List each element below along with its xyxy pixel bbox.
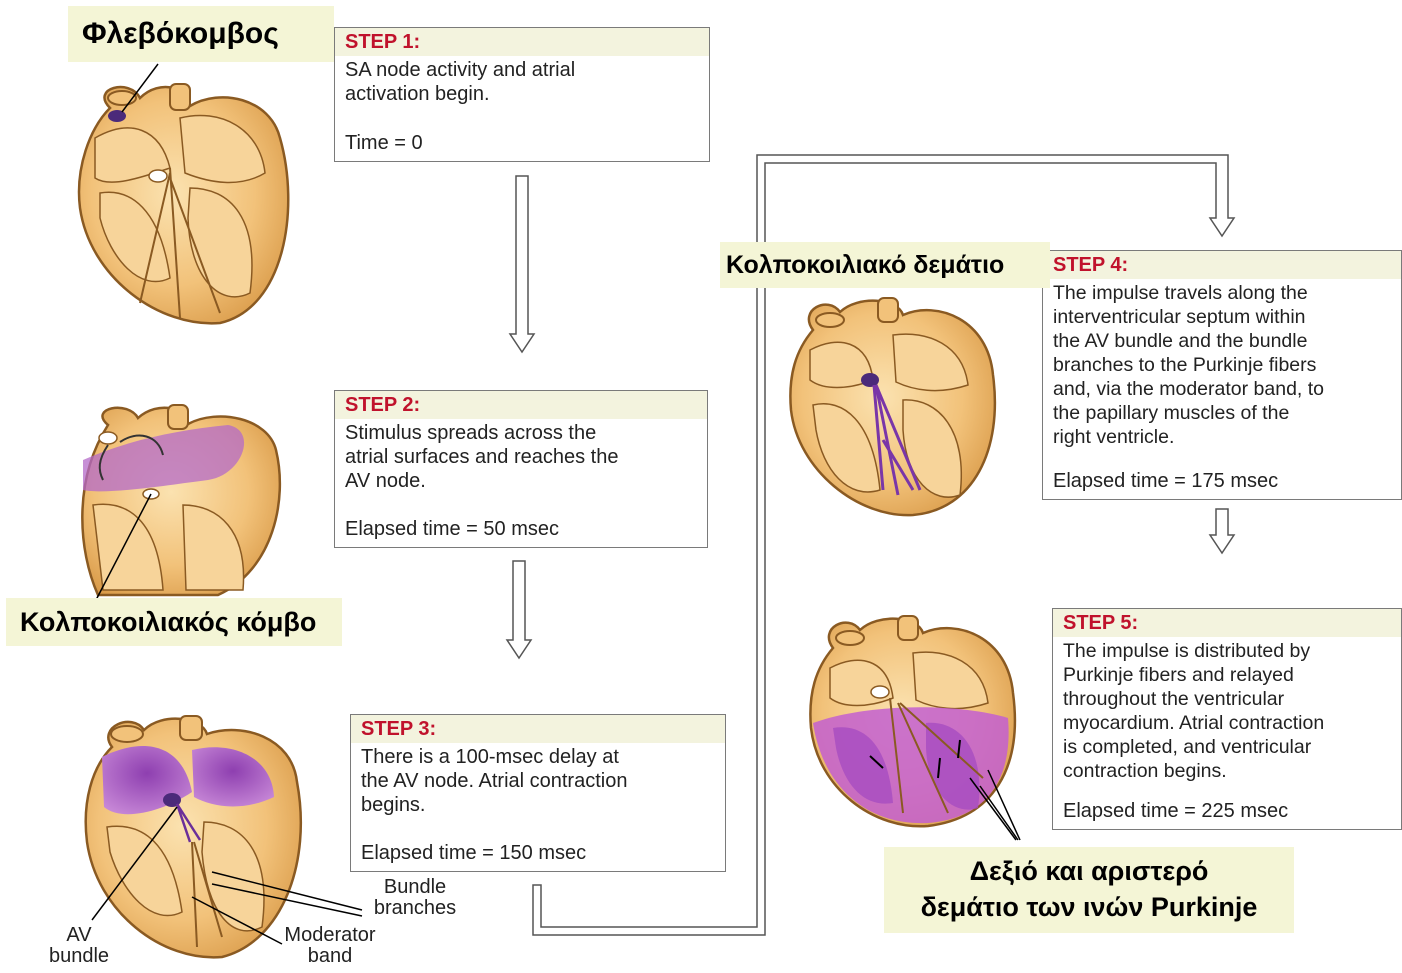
step-2-line: AV node.	[345, 469, 697, 493]
step-5-line: The impulse is distributed by	[1063, 639, 1391, 663]
step-2-title: STEP 2:	[335, 391, 707, 419]
step-4-line: and, via the moderator band, to	[1053, 377, 1391, 401]
step-4-time: Elapsed time = 175 msec	[1043, 470, 1288, 493]
step-2-text: Stimulus spreads across the atrial surfa…	[335, 419, 707, 493]
step-4-line: right ventricle.	[1053, 425, 1391, 449]
label-sa-node: Φλεβόκομβος	[68, 6, 334, 62]
step-1-line: SA node activity and atrial	[345, 58, 699, 82]
step-4-line: the papillary muscles of the	[1053, 401, 1391, 425]
step-4-box: STEP 4: The impulse travels along the in…	[1042, 250, 1402, 500]
label-purkinje-line2: δεμάτιο των ινών Purkinje	[884, 889, 1294, 925]
step-1-time: Time = 0	[335, 132, 433, 155]
step-3-text: There is a 100-msec delay at the AV node…	[351, 743, 725, 817]
step-3-box: STEP 3: There is a 100-msec delay at the…	[350, 714, 726, 872]
step-3-line: There is a 100-msec delay at	[361, 745, 715, 769]
step-2-line: Stimulus spreads across the	[345, 421, 697, 445]
arrow-step1-step2	[510, 176, 534, 352]
label-av-bundle-line: bundle	[34, 946, 124, 967]
step-3-time: Elapsed time = 150 msec	[351, 842, 596, 865]
label-av-bundle: Κολποκοιλιακό δεμάτιο	[720, 242, 1050, 288]
step-5-line: myocardium. Atrial contraction	[1063, 711, 1391, 735]
heart-step4	[790, 298, 995, 515]
arrow-step2-step3	[507, 561, 531, 658]
step-1-text: SA node activity and atrial activation b…	[335, 56, 709, 106]
step-3-title: STEP 3:	[351, 715, 725, 743]
label-bundle-branches-line: Bundle	[360, 877, 470, 898]
step-4-line: branches to the Purkinje fibers	[1053, 353, 1391, 377]
label-moderator-band-line: band	[268, 946, 392, 967]
label-av-node: Κολποκοιλιακός κόμβο	[6, 598, 342, 646]
heart-step2	[82, 405, 280, 600]
step-5-box: STEP 5: The impulse is distributed by Pu…	[1052, 608, 1402, 830]
label-moderator-band: Moderator band	[268, 925, 392, 967]
heart-step5	[810, 616, 1020, 840]
step-2-line: atrial surfaces and reaches the	[345, 445, 697, 469]
step-5-text: The impulse is distributed by Purkinje f…	[1053, 637, 1401, 783]
step-5-time: Elapsed time = 225 msec	[1053, 800, 1298, 823]
step-1-title: STEP 1:	[335, 28, 709, 56]
heart-step3	[86, 716, 362, 957]
label-av-bundle-en: AV bundle	[34, 925, 124, 967]
step-4-title: STEP 4:	[1043, 251, 1401, 279]
label-av-bundle-line: AV	[34, 925, 124, 946]
label-moderator-band-line: Moderator	[268, 925, 392, 946]
step-3-line: begins.	[361, 793, 715, 817]
step-5-line: Purkinje fibers and relayed	[1063, 663, 1391, 687]
arrow-step4-step5	[1210, 509, 1234, 553]
step-1-line: activation begin.	[345, 82, 699, 106]
step-3-line: the AV node. Atrial contraction	[361, 769, 715, 793]
step-2-box: STEP 2: Stimulus spreads across the atri…	[334, 390, 708, 548]
label-bundle-branches: Bundle branches	[360, 877, 470, 919]
step-4-line: the AV bundle and the bundle	[1053, 329, 1391, 353]
heart-step1	[79, 64, 288, 323]
step-4-line: The impulse travels along the	[1053, 281, 1391, 305]
label-bundle-branches-line: branches	[360, 898, 470, 919]
label-purkinje-line1: Δεξιό και αριστερό	[884, 853, 1294, 889]
step-5-line: throughout the ventricular	[1063, 687, 1391, 711]
label-purkinje: Δεξιό και αριστερό δεμάτιο των ινών Purk…	[884, 847, 1294, 933]
step-2-time: Elapsed time = 50 msec	[335, 518, 569, 541]
step-4-line: interventricular septum within	[1053, 305, 1391, 329]
step-5-line: contraction begins.	[1063, 759, 1391, 783]
step-5-line: is completed, and ventricular	[1063, 735, 1391, 759]
step-5-title: STEP 5:	[1053, 609, 1401, 637]
step-1-box: STEP 1: SA node activity and atrial acti…	[334, 27, 710, 162]
step-4-text: The impulse travels along the interventr…	[1043, 279, 1401, 449]
